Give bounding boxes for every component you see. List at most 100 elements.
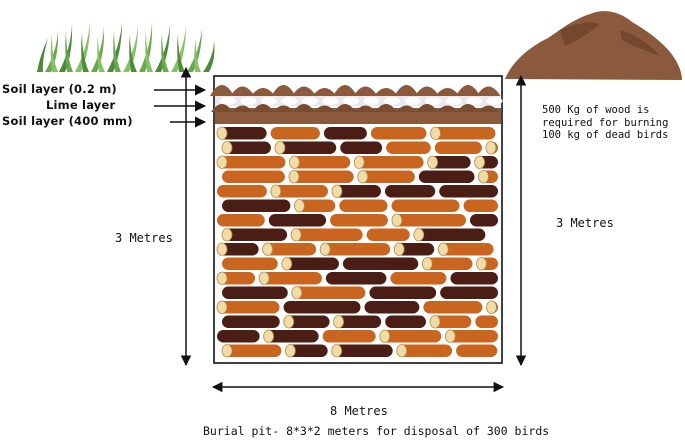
wood-log-icon (450, 272, 498, 285)
log-end (281, 257, 293, 271)
wood-log-icon (217, 185, 267, 198)
wood-note-line-2: required for burning (542, 116, 669, 129)
log-end (396, 344, 408, 358)
wood-log-icon (438, 243, 494, 256)
log-end (437, 242, 449, 256)
lime-chunk (302, 97, 318, 105)
lime-chunk (486, 97, 503, 105)
wood-log-icon (289, 156, 351, 169)
wood-log-icon (354, 156, 424, 169)
wood-log-icon (440, 286, 498, 299)
pit-top-layers (210, 85, 503, 124)
lime-chunk (281, 97, 298, 105)
wood-log-icon (294, 199, 336, 212)
log-end (427, 155, 439, 169)
log-end (216, 242, 228, 256)
left-height-label: 3 Metres (115, 231, 173, 245)
soil-mound (313, 105, 336, 112)
wood-log-icon (369, 286, 437, 299)
lime-chunk (425, 97, 441, 105)
wood-note-line-3: 100 kg of dead birds (542, 129, 669, 141)
grass-blade (91, 26, 105, 72)
soil-mound (395, 105, 418, 112)
wood-log-icon (281, 257, 339, 270)
wood-log-icon (384, 185, 436, 198)
lime-chunk (261, 97, 277, 105)
wood-log-icon (475, 315, 498, 328)
soil-mound (375, 104, 397, 112)
soil-mound (272, 105, 295, 112)
wood-log-icon (263, 330, 319, 343)
log-end (476, 257, 487, 271)
wood-log-icon (427, 156, 471, 169)
log-end (270, 184, 282, 198)
wood-log-icon (274, 141, 337, 154)
wood-log-icon (217, 330, 260, 343)
wood-log-icon (439, 185, 498, 198)
wood-log-icon (456, 344, 498, 357)
wood-log-icon (430, 315, 472, 328)
wood-log-icon (222, 286, 288, 299)
wood-log-icon (217, 127, 267, 140)
log-end (294, 199, 305, 213)
soil-mound (252, 104, 274, 112)
wood-log-icon (445, 330, 498, 343)
soil-mound (394, 85, 419, 96)
lime-chunk (220, 97, 236, 105)
grass-blade (59, 24, 73, 72)
soil-layer-bottom-label: Soil layer (400 mm) (2, 114, 133, 128)
wood-log-icon (331, 344, 393, 357)
soil-mound (456, 85, 480, 96)
log-end (331, 344, 343, 358)
wood-log-icon (222, 257, 278, 270)
wood-log-icon (259, 272, 322, 285)
soil-mound (457, 104, 479, 112)
grass-blade (97, 36, 105, 72)
grass-blade (81, 32, 89, 72)
log-end (485, 141, 497, 155)
wood-log-icon (422, 257, 473, 270)
wood-log-icon (394, 243, 435, 256)
soil-heap-shadow (560, 22, 660, 56)
log-end (357, 170, 369, 184)
log-end (421, 257, 433, 271)
soil-mound (374, 88, 398, 96)
wood-log-icon (418, 170, 475, 183)
log-end (284, 344, 296, 358)
grass-blade (145, 30, 153, 72)
log-end (474, 155, 486, 169)
soil-mound (416, 104, 438, 112)
wood-log-icon (222, 344, 282, 357)
soil-layer-top-label: Soil layer (0.2 m) (2, 82, 117, 96)
soil-mound (210, 85, 234, 96)
soil-mound (476, 86, 501, 96)
log-end (274, 141, 286, 155)
width-label: 8 Metres (330, 404, 388, 418)
wood-log-icon (333, 315, 382, 328)
log-end (379, 329, 391, 343)
grass-blade (65, 30, 73, 72)
log-end (283, 315, 295, 329)
wood-note-line-1: 500 Kg of wood is (542, 104, 650, 116)
wood-log-icon (222, 228, 288, 241)
wood-log-icon (342, 257, 419, 270)
wood-log-icon (413, 228, 486, 241)
soil-mound (292, 86, 316, 96)
grass-blade (161, 32, 169, 72)
log-end (478, 170, 489, 184)
lime-chunk (322, 97, 339, 105)
wood-log-icon (430, 127, 496, 140)
wood-log-icon (270, 185, 328, 198)
soil-mound (312, 88, 337, 96)
soil-mound (271, 85, 296, 96)
wood-log-icon (396, 344, 453, 357)
wood-log-icon (469, 214, 498, 227)
soil-mound (353, 86, 378, 96)
wood-log-icon (323, 127, 367, 140)
log-end (291, 286, 303, 300)
log-end (391, 213, 403, 227)
grass-blade (139, 22, 153, 72)
log-end (393, 242, 405, 256)
log-end (331, 184, 343, 198)
